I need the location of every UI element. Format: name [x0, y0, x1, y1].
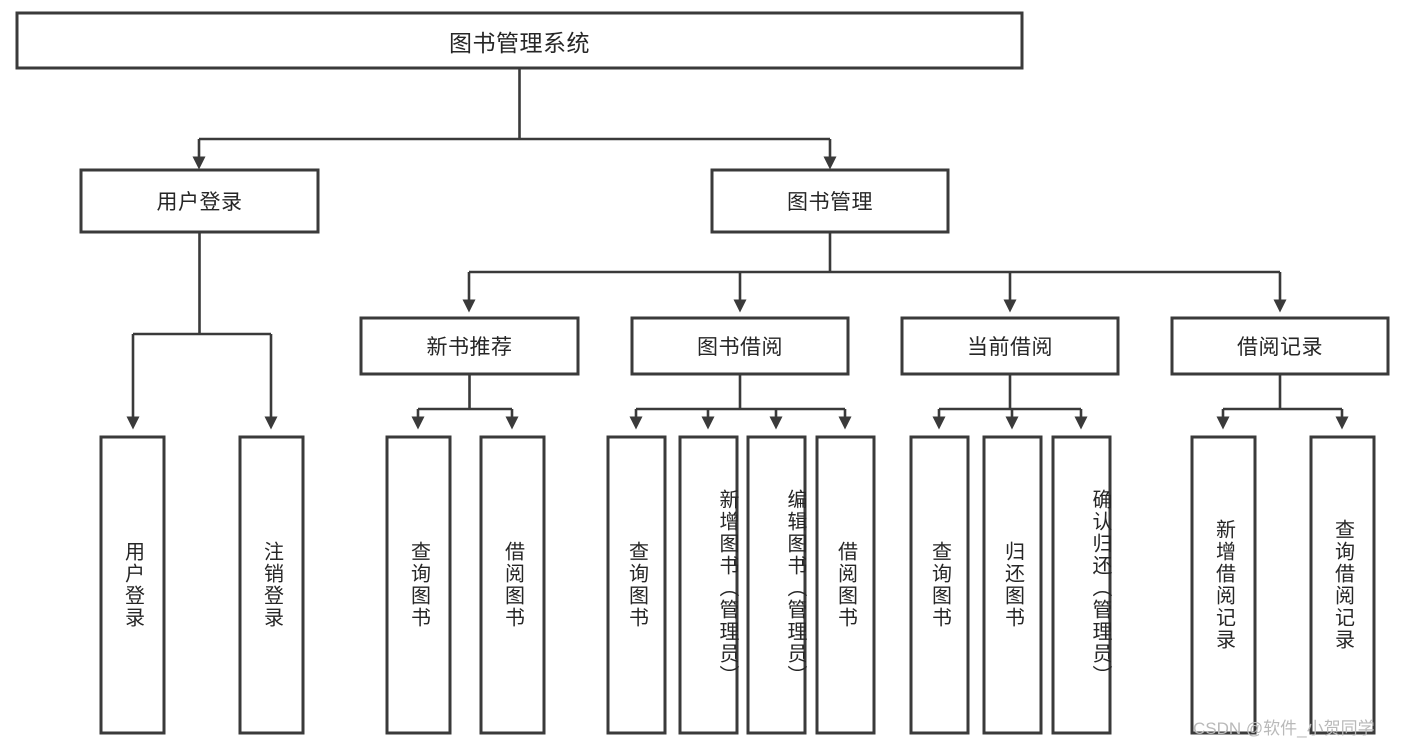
connector-currentborrow-to-leaves — [932, 374, 1088, 430]
node-box-new-book-recommend[interactable] — [359, 316, 580, 376]
node-box-book-borrow[interactable] — [630, 316, 850, 376]
node-box-leaf-br-add-record[interactable] — [1190, 435, 1257, 735]
node-box-leaf-logout[interactable] — [238, 435, 305, 735]
node-box-book-manage[interactable] — [710, 168, 950, 234]
node-box-leaf-cb-confirm-return[interactable] — [1051, 435, 1112, 735]
node-box-leaf-user-login[interactable] — [99, 435, 166, 735]
connector-bookmanage-to-level3 — [462, 232, 1287, 313]
node-box-leaf-bb-borrow-book[interactable] — [815, 435, 876, 735]
connector-root-to-level2 — [192, 68, 837, 170]
node-box-leaf-rec-borrow-book[interactable] — [479, 435, 546, 735]
connector-bookborrow-to-leaves — [629, 374, 852, 430]
node-box-current-borrow[interactable] — [900, 316, 1120, 376]
node-box-leaf-cb-return-book[interactable] — [982, 435, 1043, 735]
node-box-user-login[interactable] — [79, 168, 320, 234]
node-box-leaf-bb-query-book[interactable] — [606, 435, 667, 735]
node-box-root[interactable] — [15, 11, 1024, 70]
node-box-leaf-bb-edit-book[interactable] — [746, 435, 807, 735]
node-box-leaf-bb-add-book[interactable] — [678, 435, 739, 735]
node-box-leaf-cb-query-book[interactable] — [909, 435, 970, 735]
watermark-text: CSDN @软件_小贺同学 — [1193, 719, 1375, 738]
node-box-leaf-rec-query-book[interactable] — [385, 435, 452, 735]
connector-newbook-to-leaves — [411, 374, 519, 430]
connector-borrowrecord-to-leaves — [1216, 374, 1349, 430]
node-box-borrow-record[interactable] — [1170, 316, 1390, 376]
connector-userlogin-to-leaves — [126, 232, 278, 430]
node-box-leaf-br-query-record[interactable] — [1309, 435, 1376, 735]
